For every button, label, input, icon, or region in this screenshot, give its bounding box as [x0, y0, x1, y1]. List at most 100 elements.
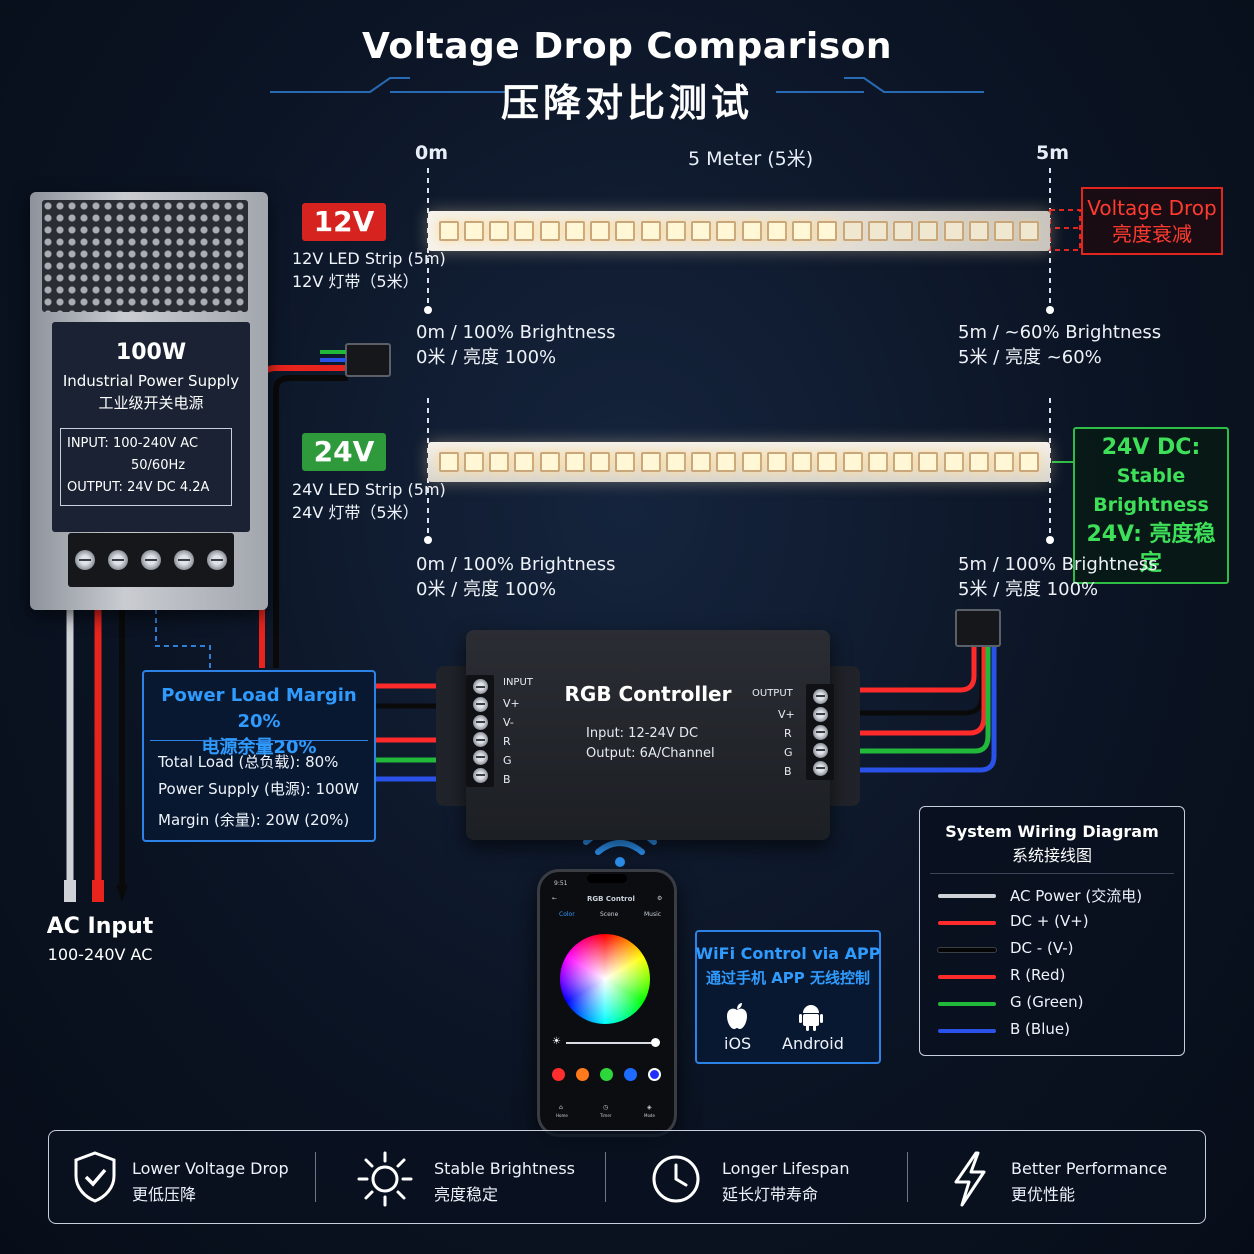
clock-icon	[652, 1155, 700, 1203]
controller-output-pin: G	[784, 746, 793, 759]
nav-home[interactable]: Home	[556, 1113, 568, 1118]
back-arrow-icon[interactable]: ←	[552, 895, 558, 902]
lightning-icon	[954, 1151, 986, 1207]
nav-mode[interactable]: Mode	[644, 1113, 655, 1118]
legend-label: R (Red)	[1010, 966, 1066, 984]
controller-output-spec: Output: 6A/Channel	[586, 746, 715, 761]
app-tab-music[interactable]: Music	[644, 911, 662, 918]
margin-power-supply: Power Supply (电源): 100W	[158, 780, 359, 798]
badge-24v: 24V	[302, 433, 386, 471]
legend-label: B (Blue)	[1010, 1020, 1070, 1038]
strip-24v-start-brightness: 0m / 100% Brightness 0米 / 亮度 100%	[416, 554, 616, 600]
color-swatch-green[interactable]	[600, 1068, 613, 1081]
apple-icon	[727, 1003, 747, 1029]
nav-timer[interactable]: Timer	[600, 1113, 612, 1118]
ruler-end: 5m	[1036, 142, 1070, 164]
color-wheel[interactable]	[560, 934, 650, 1024]
color-swatch-orange[interactable]	[576, 1068, 589, 1081]
legend-title: System Wiring Diagram 系统接线图	[945, 822, 1159, 865]
controller-input-label: INPUT	[503, 677, 533, 688]
wiring-legend	[919, 806, 1185, 1056]
timer-icon[interactable]: ◷	[603, 1104, 609, 1111]
feature-lower-voltage-drop: Lower Voltage Drop 更低压降	[132, 1159, 289, 1204]
home-icon[interactable]: ⌂	[559, 1104, 563, 1111]
power-margin-title: Power Load Margin 20% 电源余量20%	[161, 685, 357, 758]
legend-label: DC - (V-)	[1010, 939, 1074, 957]
wifi-control-panel	[695, 930, 881, 1064]
controller-input-terminal	[466, 675, 494, 787]
sun-icon	[357, 1151, 413, 1207]
power-margin-panel	[142, 670, 376, 842]
controller-input-pin: G	[503, 754, 512, 767]
legend-line	[938, 975, 996, 979]
strip-12v-start-brightness: 0m / 100% Brightness 0米 / 亮度 100%	[416, 322, 616, 368]
mode-icon[interactable]: ◈	[647, 1104, 652, 1111]
color-swatch-red[interactable]	[552, 1068, 565, 1081]
app-title: RGB Control	[587, 895, 635, 903]
ios-label: iOS	[724, 1034, 752, 1053]
legend-label: G (Green)	[1010, 993, 1084, 1011]
strip-12v-end-brightness: 5m / ~60% Brightness 5米 / 亮度 ~60%	[958, 322, 1162, 368]
legend-line	[938, 1002, 996, 1006]
divider	[605, 1152, 606, 1202]
ruler-start: 0m	[415, 142, 449, 164]
power-supply-wattage: 100W	[115, 340, 187, 365]
led-strip-24v	[428, 442, 1050, 482]
brightness-icon: ☀	[552, 1036, 561, 1047]
app-tab-scene[interactable]: Scene	[600, 911, 619, 918]
legend-label: DC + (V+)	[1010, 912, 1089, 930]
legend-line	[938, 921, 996, 925]
margin-value: Margin (余量): 20W (20%)	[158, 811, 350, 829]
color-swatch-selected[interactable]	[648, 1068, 661, 1081]
controller-output-label: OUTPUT	[752, 688, 793, 699]
page-title: Voltage Drop Comparison	[362, 26, 892, 67]
phone-time: 9:51	[554, 880, 568, 887]
divider	[150, 740, 368, 741]
power-supply-terminals	[68, 533, 234, 587]
power-supply-vent	[42, 200, 248, 312]
brightness-slider-handle[interactable]	[651, 1038, 660, 1047]
strip-24v-label: 24V LED Strip (5m) 24V 灯带（5米）	[292, 480, 446, 522]
divider	[930, 873, 1174, 874]
shield-check-icon	[74, 1151, 116, 1203]
controller-input-spec: Input: 12-24V DC	[586, 726, 699, 741]
stable-brightness-callout: 24V DC: Stable Brightness 24V: 亮度稳定	[1073, 427, 1229, 584]
power-supply-name: Industrial Power Supply 工业级开关电源	[62, 372, 240, 412]
led-strip-12v	[428, 211, 1050, 251]
margin-total-load: Total Load (总负载): 80%	[158, 753, 339, 771]
legend-label: AC Power (交流电)	[1010, 887, 1143, 905]
ruler-middle: 5 Meter (5米)	[688, 148, 814, 170]
controller-input-pin: R	[503, 735, 511, 748]
divider	[907, 1152, 908, 1202]
page-title-cn: 压降对比测试	[500, 81, 753, 125]
controller-title: RGB Controller	[564, 682, 732, 706]
voltage-drop-callout: Voltage Drop 亮度衰减	[1081, 187, 1223, 255]
feature-longer-lifespan: Longer Lifespan 延长灯带寿命	[722, 1159, 850, 1204]
ac-input-sub: 100-240V AC	[47, 945, 153, 964]
feature-better-performance: Better Performance 更优性能	[1011, 1159, 1168, 1204]
controller-output-terminal	[806, 684, 834, 780]
strip-24v-end-brightness: 5m / 100% Brightness 5米 / 亮度 100%	[958, 554, 1158, 600]
android-label: Android	[782, 1034, 844, 1053]
legend-line	[938, 894, 996, 898]
controller-input-pin: V-	[503, 716, 514, 729]
controller-input-pin: B	[503, 773, 511, 786]
rgb-controller	[466, 630, 830, 840]
phone-notch	[587, 874, 627, 883]
power-supply-label	[52, 322, 250, 532]
strip-12v-label: 12V LED Strip (5m) 12V 灯带（5米）	[292, 249, 446, 291]
controller-output-pin: R	[784, 727, 792, 740]
feature-stable-brightness: Stable Brightness 亮度稳定	[434, 1159, 575, 1204]
divider	[315, 1152, 316, 1202]
app-tab-color[interactable]: Color	[559, 911, 575, 918]
controller-output-pin: B	[784, 765, 792, 778]
settings-icon[interactable]: ⚙	[657, 895, 663, 902]
controller-input-pin: V+	[503, 697, 520, 710]
controller-output-pin: V+	[778, 708, 795, 721]
brightness-slider[interactable]	[566, 1042, 656, 1044]
color-swatch-blue[interactable]	[624, 1068, 637, 1081]
feature-bar	[48, 1130, 1206, 1224]
wifi-control-title: WiFi Control via APP 通过手机 APP 无线控制	[695, 944, 881, 987]
power-supply-spec: INPUT: 100-240V AC 50/60Hz OUTPUT: 24V D…	[60, 428, 232, 506]
